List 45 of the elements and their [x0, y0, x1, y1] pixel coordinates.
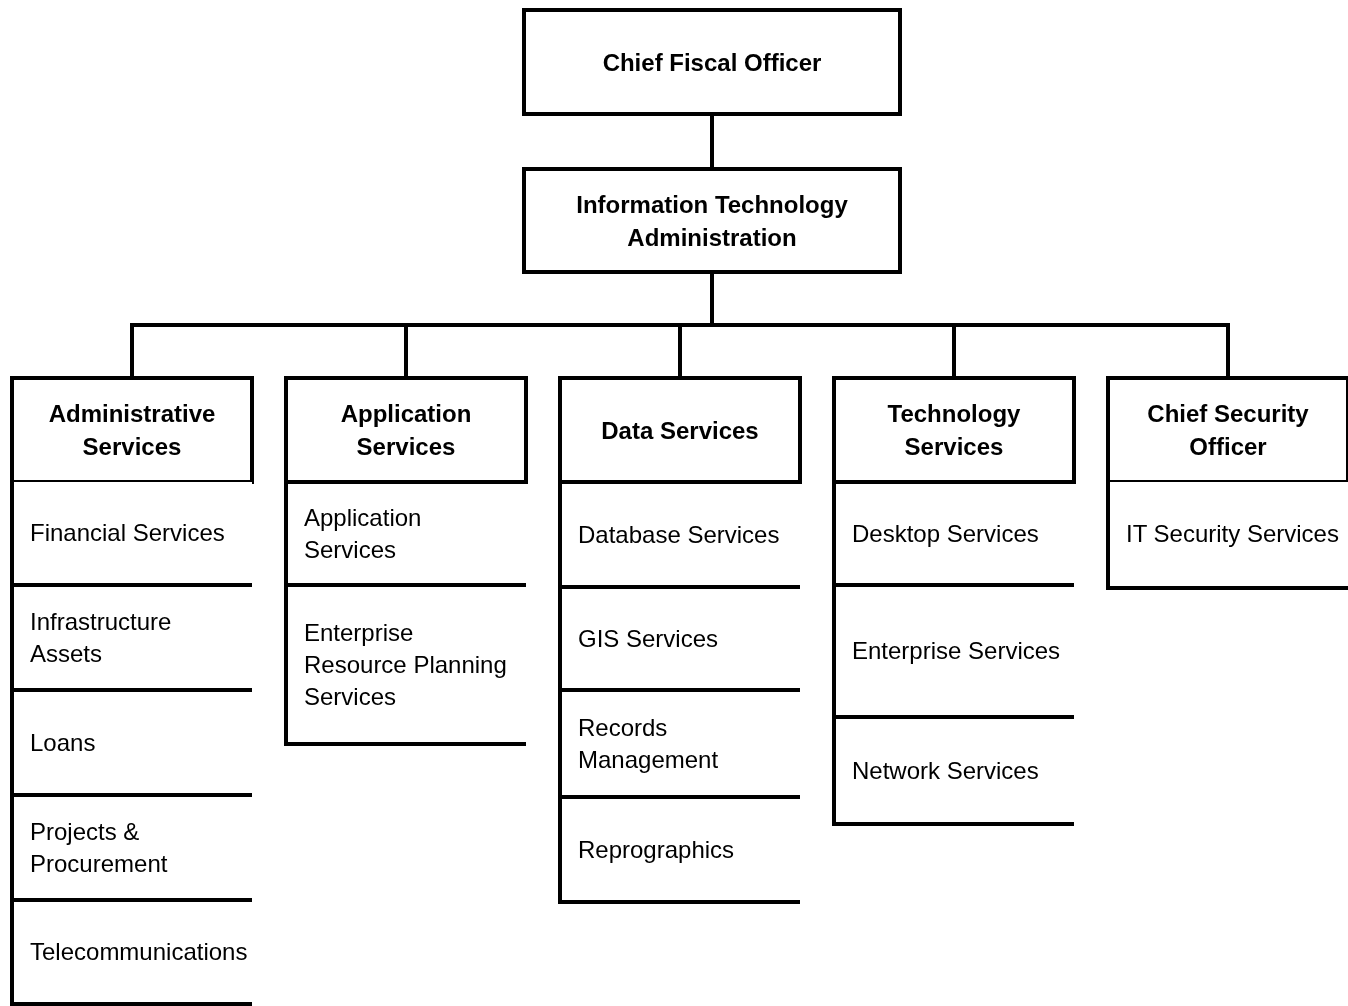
role-title: Chief Fiscal Officer: [602, 47, 822, 78]
unit-name: Application Services: [304, 502, 423, 565]
unit-name: Telecommunications: [30, 937, 248, 967]
role-title: Administrative Services: [47, 399, 217, 462]
unit-band: [832, 484, 1074, 587]
unit-name: Desktop Services: [852, 518, 1039, 549]
org-box: [522, 8, 902, 116]
unit-name: Network Services: [852, 755, 1039, 786]
org-box: [284, 376, 528, 484]
unit-band: [10, 482, 252, 587]
unit-name: Records Management: [578, 712, 720, 775]
unit-name: IT Security Services: [1126, 519, 1339, 549]
unit-band: [832, 719, 1074, 826]
org-box: [10, 376, 254, 484]
role-title: Application Services: [339, 399, 473, 462]
unit-name: Enterprise Services: [852, 636, 1061, 666]
org-box: [522, 167, 902, 274]
unit-name: Projects & Procurement: [30, 816, 169, 879]
unit-band: [10, 587, 252, 692]
unit-name: GIS Services: [578, 623, 719, 654]
org-box: [558, 376, 802, 484]
unit-band: [10, 902, 252, 1006]
role-title: Information Technology Administration: [575, 189, 849, 253]
role-title: Data Services: [601, 415, 759, 446]
role-title: Technology Services: [886, 399, 1022, 462]
unit-band: [284, 484, 526, 587]
unit-band: [10, 692, 252, 797]
unit-band: [10, 797, 252, 902]
unit-name: Enterprise Resource Planning Services: [304, 617, 508, 712]
unit-band: [284, 587, 526, 746]
unit-band: [558, 799, 800, 904]
unit-band: [832, 587, 1074, 719]
connector-line: [710, 116, 714, 167]
role-title: Chief Security Officer: [1146, 399, 1310, 462]
unit-band: [558, 589, 800, 692]
unit-name: Database Services: [578, 519, 780, 550]
unit-name: Infrastructure Assets: [30, 606, 173, 669]
unit-band: [1106, 482, 1348, 590]
unit-name: Loans: [30, 727, 96, 758]
unit-band: [558, 484, 800, 589]
org-box: [832, 376, 1076, 484]
unit-name: Reprographics: [578, 834, 735, 865]
org-box: [1106, 376, 1348, 484]
unit-name: Financial Services: [30, 517, 225, 548]
unit-band: [558, 692, 800, 799]
